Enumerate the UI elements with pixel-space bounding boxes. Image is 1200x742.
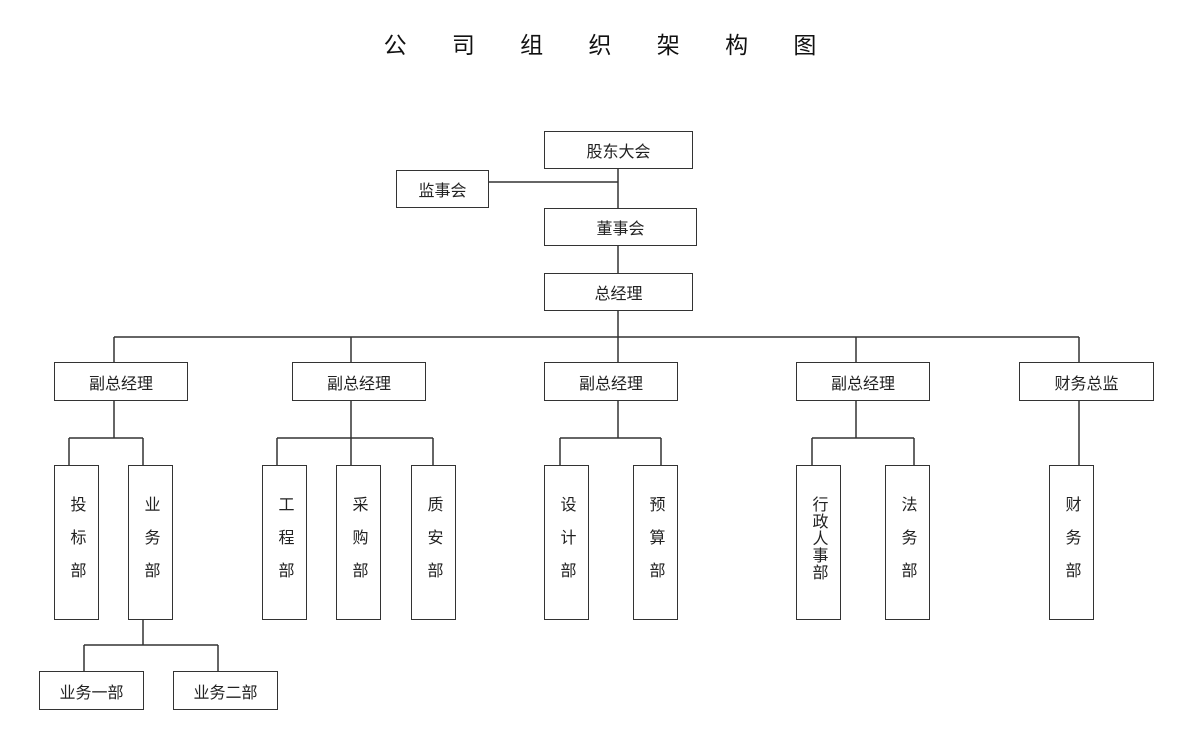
business-dept-2-node: 业务二部	[173, 671, 278, 710]
quality-safety-dept-label: 质安部	[424, 496, 444, 595]
design-dept-label: 设计部	[557, 496, 577, 595]
supervisory-board-node: 监事会	[396, 170, 489, 208]
budget-dept-node: 预算部	[633, 465, 678, 620]
shareholders-meeting-node: 股东大会	[544, 131, 693, 169]
admin-hr-dept-label: 行政人事部	[809, 496, 829, 581]
general-manager-node: 总经理	[544, 273, 693, 311]
business-dept-1-node: 业务一部	[39, 671, 144, 710]
business-dept-label: 业务部	[141, 496, 161, 595]
page-title: 公 司 组 织 架 构 图	[383, 33, 836, 59]
admin-hr-dept-node: 行政人事部	[796, 465, 841, 620]
bidding-dept-node: 投标部	[54, 465, 99, 620]
engineering-dept-label: 工程部	[275, 496, 295, 595]
finance-dept-node: 财务部	[1049, 465, 1094, 620]
business-dept-node: 业务部	[128, 465, 173, 620]
vice-gm-node-1: 副总经理	[54, 362, 188, 401]
purchasing-dept-node: 采购部	[336, 465, 381, 620]
cfo-node: 财务总监	[1019, 362, 1154, 401]
purchasing-dept-label: 采购部	[349, 496, 369, 595]
vice-gm-node-3: 副总经理	[544, 362, 678, 401]
vice-gm-node-2: 副总经理	[292, 362, 426, 401]
board-of-directors-node: 董事会	[544, 208, 697, 246]
budget-dept-label: 预算部	[646, 496, 666, 595]
quality-safety-dept-node: 质安部	[411, 465, 456, 620]
bidding-dept-label: 投标部	[67, 496, 87, 595]
legal-dept-label: 法务部	[898, 496, 918, 595]
vice-gm-node-4: 副总经理	[796, 362, 930, 401]
finance-dept-label: 财务部	[1062, 496, 1082, 595]
legal-dept-node: 法务部	[885, 465, 930, 620]
design-dept-node: 设计部	[544, 465, 589, 620]
engineering-dept-node: 工程部	[262, 465, 307, 620]
